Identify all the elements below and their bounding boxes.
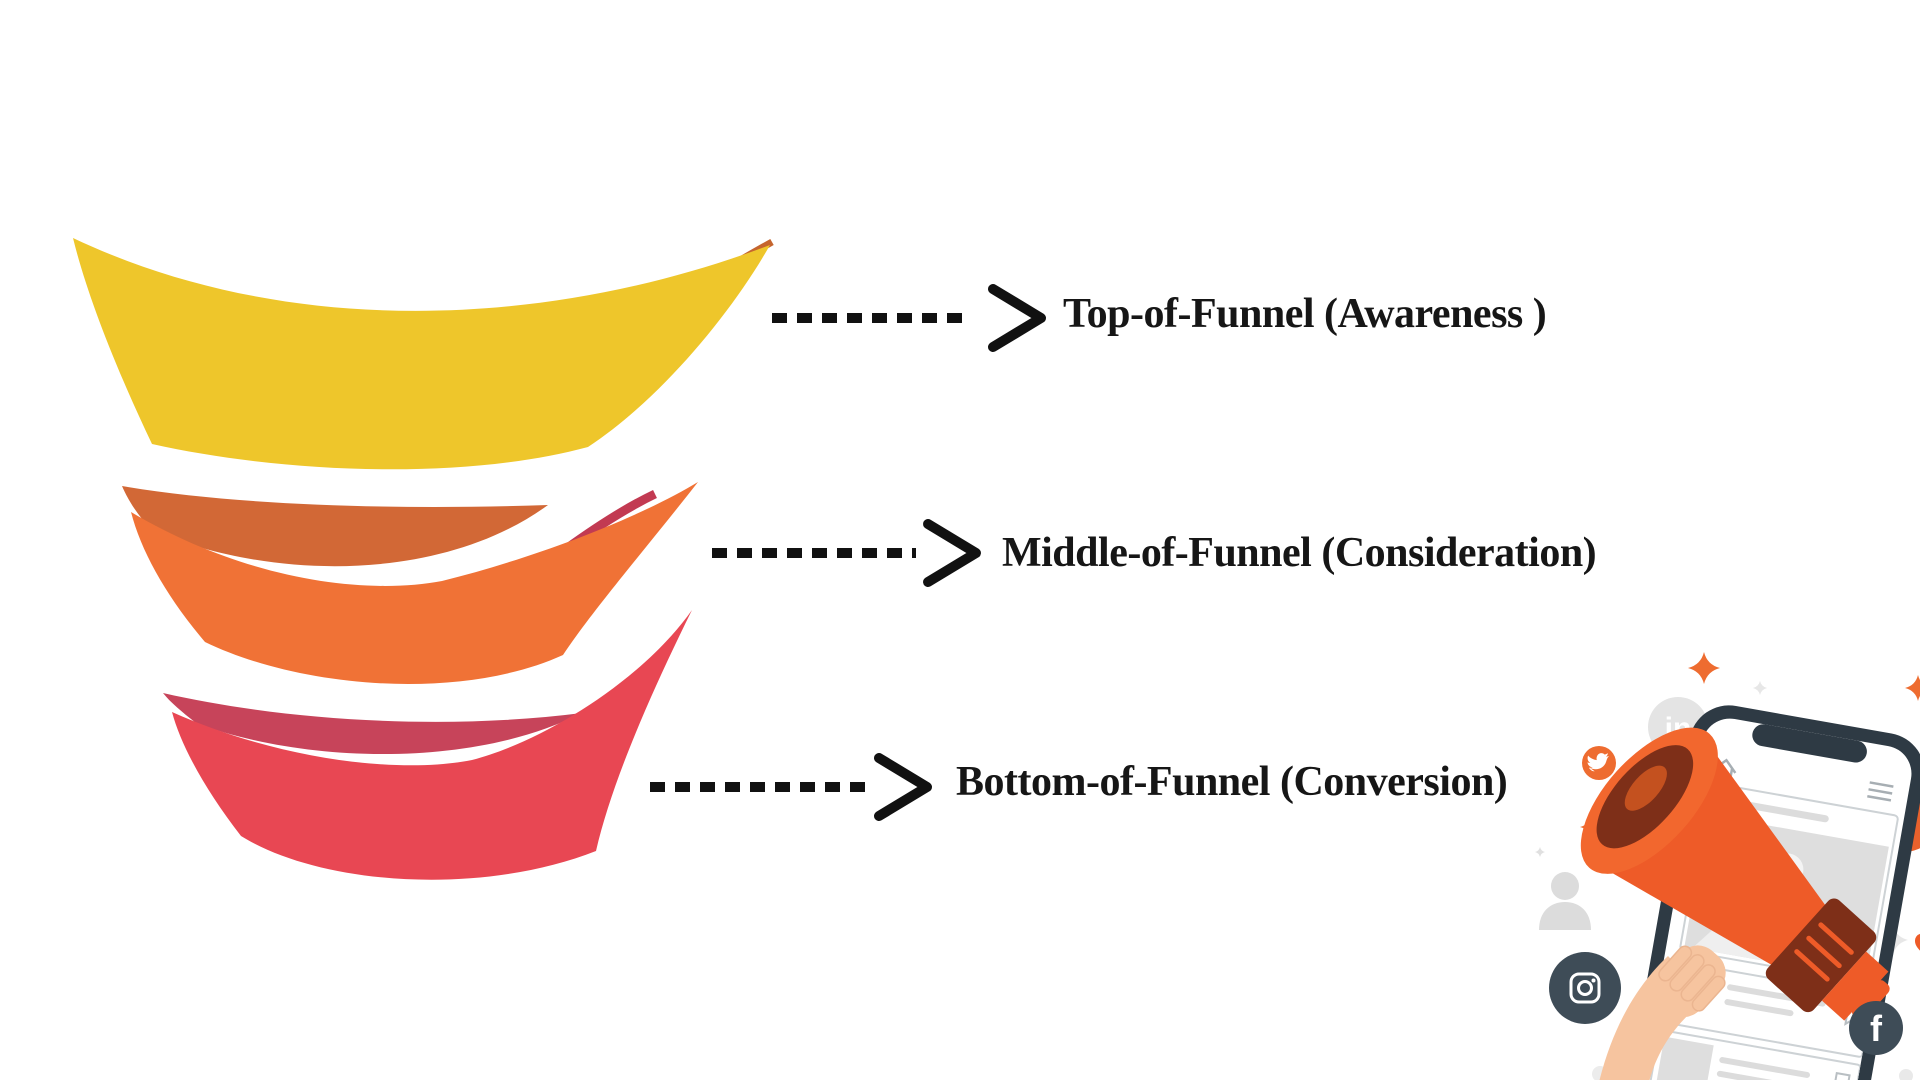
- megaphone-neck: [1821, 951, 1889, 1021]
- stage-label-middle: Middle-of-Funnel (Consideration): [1002, 530, 1597, 576]
- band-stripe: [1818, 922, 1854, 955]
- funnel-stage-bottom-shade: [163, 693, 582, 755]
- menu-icon: [1867, 781, 1894, 802]
- megaphone-band: [1765, 898, 1877, 1013]
- band-stripe: [1794, 949, 1830, 982]
- funnel-stage-top: [73, 238, 770, 470]
- text-line: [1719, 1057, 1810, 1078]
- sparkle-icon: [1753, 681, 1767, 695]
- thumb-placeholder: [1655, 1036, 1714, 1080]
- stage-label-top: Top-of-Funnel (Awareness ): [1063, 291, 1547, 337]
- funnel-stage-middle-shade: [122, 486, 548, 567]
- text-line: [1716, 1070, 1780, 1080]
- connector-arrow-middle-head: [923, 519, 981, 587]
- stage-label-bottom: Bottom-of-Funnel (Conversion): [956, 759, 1508, 805]
- heart-icon: [1914, 933, 1920, 951]
- svg-text:f: f: [1870, 1008, 1883, 1049]
- funnel-stage-bottom: [172, 610, 692, 880]
- connector-arrow-bottom-head: [874, 753, 932, 821]
- username-line: [1745, 801, 1829, 823]
- funnel-stages: [73, 238, 774, 880]
- phone-notch: [1752, 724, 1867, 763]
- sparkle-icon: [1535, 847, 1545, 857]
- fingers: [1658, 945, 1726, 1012]
- megaphone-illustration: [1580, 727, 1890, 1021]
- band-stripe: [1806, 935, 1842, 969]
- person-silhouette: [1539, 872, 1591, 930]
- dot-decor: [1899, 1069, 1913, 1080]
- sparkle-icon: [1688, 652, 1720, 684]
- sparkle-icon: [1905, 675, 1920, 701]
- facebook-icon: f: [1849, 1001, 1903, 1055]
- text-line: [1724, 999, 1794, 1017]
- funnel-stage-middle: [131, 482, 698, 684]
- twitter-icon: [1582, 746, 1616, 780]
- megaphone-cone: [1593, 739, 1829, 968]
- bookmark-icon: [1831, 1071, 1851, 1080]
- instagram-icon: [1549, 952, 1621, 1024]
- twitter-bird-glyph: [1587, 753, 1609, 772]
- connector-arrow-top-head: [988, 284, 1046, 352]
- funnel-connectors: [650, 284, 1046, 821]
- megaphone-bell-deep: [1624, 765, 1667, 811]
- social-media-illustration: in p: [1535, 652, 1920, 1080]
- hand-illustration: [1599, 945, 1726, 1080]
